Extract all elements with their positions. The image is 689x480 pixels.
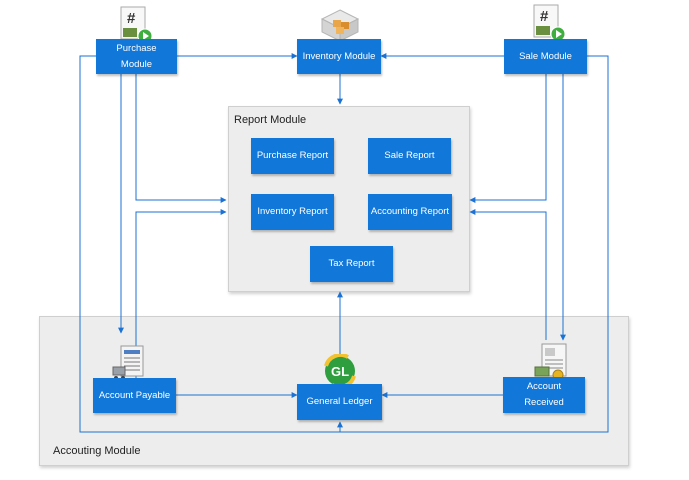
svg-text:#: # — [540, 8, 549, 25]
warehouse-boxes-icon — [320, 8, 360, 42]
purchase-module-box[interactable]: Purchase Module — [96, 39, 177, 74]
sale-report-label: Sale Report — [384, 150, 435, 161]
invoice-document-icon: # — [530, 4, 568, 42]
tax-report-label: Tax Report — [328, 258, 375, 269]
purchase-module-label: Purchase Module — [116, 42, 157, 70]
sale-report-box[interactable]: Sale Report — [368, 138, 451, 174]
arrow-sale-to-report — [469, 74, 547, 203]
report-module-title: Report Module — [234, 114, 307, 126]
gl-ledger-icon: GL — [322, 353, 358, 389]
arrow-received-to-report — [469, 209, 547, 340]
accounting-report-label: Accounting Report — [370, 206, 450, 217]
arrow-sale-loop-to-ledger — [340, 55, 609, 433]
general-ledger-label: General Ledger — [306, 396, 373, 407]
inventory-report-box[interactable]: Inventory Report — [251, 194, 334, 230]
arrow-purchase-to-report — [135, 74, 227, 203]
sale-module-label: Sale Module — [519, 50, 572, 62]
sale-module-box[interactable]: Sale Module — [504, 39, 587, 74]
inventory-module-box[interactable]: Inventory Module — [297, 39, 381, 74]
arrow-purchase-loop-to-ledger — [79, 55, 343, 433]
svg-text:#: # — [127, 10, 136, 27]
inventory-module-label: Inventory Module — [302, 50, 376, 62]
arrow-payable-to-report — [135, 209, 227, 378]
account-received-box[interactable]: Account Received — [503, 377, 585, 413]
purchase-report-box[interactable]: Purchase Report — [251, 138, 334, 174]
accounting-report-box[interactable]: Accounting Report — [368, 194, 452, 230]
svg-text:GL: GL — [331, 364, 349, 379]
receipt-cart-icon — [112, 345, 148, 381]
purchase-report-label: Purchase Report — [256, 150, 329, 161]
account-payable-label: Account Payable — [98, 389, 171, 401]
account-received-label: Account Received — [524, 381, 564, 408]
document-money-icon — [534, 343, 570, 381]
inventory-report-label: Inventory Report — [257, 206, 328, 217]
tax-report-box[interactable]: Tax Report — [310, 246, 393, 282]
account-payable-box[interactable]: Account Payable — [93, 378, 176, 413]
general-ledger-box[interactable]: General Ledger — [297, 384, 382, 420]
accounting-module-title: Accouting Module — [53, 445, 141, 457]
